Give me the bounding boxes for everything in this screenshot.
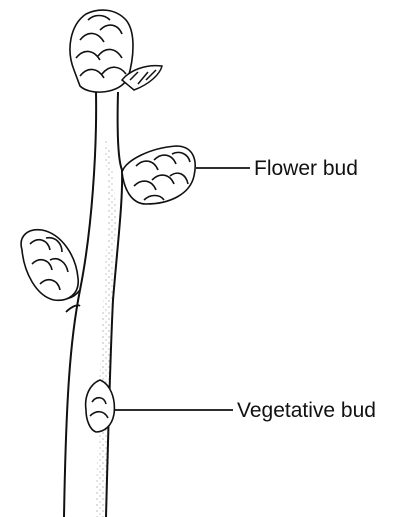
twig-stem	[64, 92, 122, 517]
lateral-flower-bud	[122, 146, 195, 204]
stem-shading	[96, 140, 116, 517]
left-lateral-bud	[21, 230, 78, 301]
vegetative-bud-label: Vegetative bud	[237, 400, 376, 421]
flower-bud-label: Flower bud	[254, 158, 358, 179]
